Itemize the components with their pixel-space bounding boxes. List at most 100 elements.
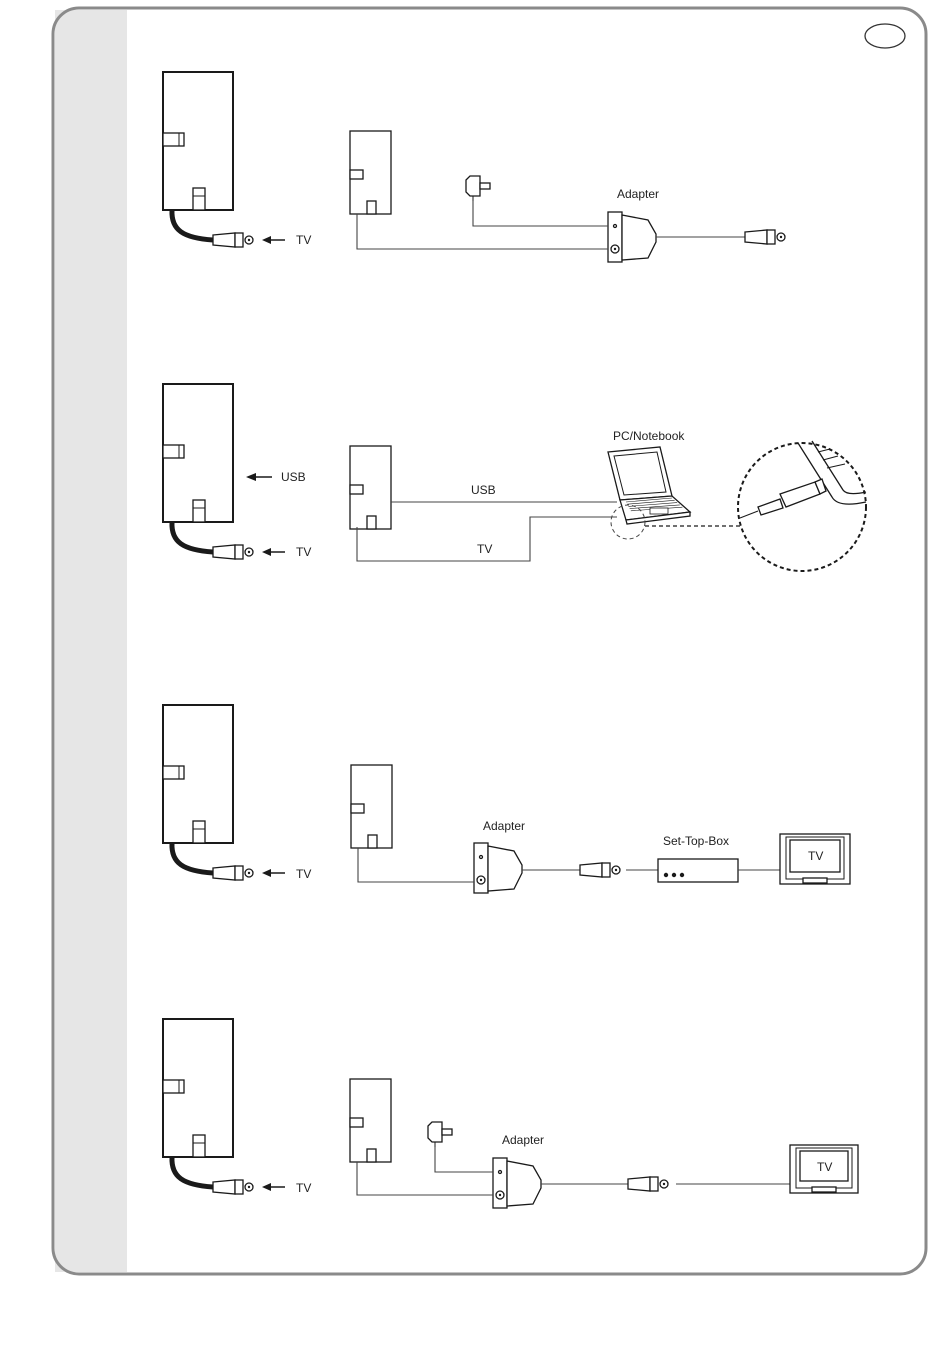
coax-pin bbox=[498, 1193, 502, 1197]
receiver-box-icon bbox=[350, 764, 393, 849]
power-socket bbox=[612, 223, 618, 229]
arrow-left-icon bbox=[262, 869, 285, 877]
plug-pin bbox=[614, 868, 618, 872]
adapter-label: Adapter bbox=[502, 1133, 544, 1147]
plug-pin bbox=[247, 1185, 251, 1189]
plug-body bbox=[212, 865, 236, 881]
cable-plug-icon bbox=[744, 229, 786, 245]
cable-plug-icon bbox=[212, 544, 254, 560]
plug-pin bbox=[779, 235, 783, 239]
adapter-block bbox=[465, 175, 481, 197]
stb-led bbox=[679, 872, 685, 878]
arrow-head bbox=[262, 869, 271, 877]
tv-input-label: TV bbox=[296, 867, 311, 881]
plug-pin bbox=[247, 550, 251, 554]
arrow-head bbox=[262, 1183, 271, 1191]
side-connector bbox=[162, 444, 185, 459]
stb-led bbox=[671, 872, 677, 878]
cable-plug-icon bbox=[212, 1179, 254, 1195]
side-connector bbox=[162, 132, 185, 147]
laptop-edge-detail bbox=[811, 440, 867, 495]
plug-pin bbox=[247, 238, 251, 242]
cable-line bbox=[357, 848, 474, 883]
power-cable-line bbox=[434, 1147, 493, 1173]
tv-stand bbox=[802, 877, 828, 884]
plug-body bbox=[212, 1179, 236, 1195]
tv-screen-label: TV bbox=[808, 849, 823, 863]
cable-line bbox=[356, 1162, 493, 1196]
tv-input-label: TV bbox=[296, 545, 311, 559]
tv-screen bbox=[789, 839, 841, 873]
port-detail bbox=[817, 448, 846, 469]
plug-pin bbox=[247, 871, 251, 875]
bottom-connector bbox=[192, 820, 206, 844]
stb-led bbox=[663, 872, 669, 878]
adapter-label: Adapter bbox=[617, 187, 659, 201]
adapter-body bbox=[621, 214, 657, 261]
laptop-screen bbox=[613, 451, 667, 496]
receiver-box-icon bbox=[162, 704, 285, 881]
plug-ring bbox=[234, 544, 244, 560]
plug-tip-detail bbox=[814, 478, 827, 495]
bottom-connector bbox=[192, 499, 206, 523]
keyboard-row bbox=[629, 504, 680, 509]
adapter-icon bbox=[607, 211, 657, 263]
power-socket bbox=[478, 854, 484, 860]
receiver-box-icon bbox=[162, 383, 285, 560]
plug-ring bbox=[234, 232, 244, 248]
keyboard-row bbox=[625, 497, 673, 503]
plug-pin bbox=[662, 1182, 666, 1186]
side-connector bbox=[349, 484, 364, 495]
bottom-connector bbox=[366, 1148, 377, 1163]
thick-cable bbox=[169, 209, 214, 243]
adapter-label: Adapter bbox=[483, 819, 525, 833]
laptop-edge bbox=[625, 511, 691, 525]
power-adapter-icon bbox=[427, 1121, 453, 1147]
plug-ring bbox=[649, 1176, 659, 1192]
side-connector bbox=[162, 1079, 185, 1094]
touchpad bbox=[649, 507, 669, 515]
adapter-face bbox=[473, 842, 489, 894]
cable-detail bbox=[739, 510, 759, 519]
keyboard-row bbox=[628, 502, 678, 507]
adapter-pin bbox=[479, 182, 491, 190]
cable-line bbox=[356, 214, 608, 250]
set-top-box-label: Set-Top-Box bbox=[663, 834, 729, 848]
keyboard-row bbox=[627, 500, 675, 505]
receiver-box-icon bbox=[349, 1078, 392, 1163]
side-strip bbox=[55, 10, 127, 1272]
adapter-body bbox=[506, 1160, 542, 1207]
cable-plug-icon bbox=[627, 1176, 669, 1192]
side-connector bbox=[349, 169, 364, 180]
tv-cable-label: TV bbox=[477, 542, 492, 556]
language-badge-icon bbox=[864, 23, 906, 49]
zoom-detail-circle bbox=[737, 442, 867, 572]
side-connector bbox=[350, 803, 365, 814]
bottom-connector bbox=[192, 1134, 206, 1158]
adapter-body bbox=[487, 845, 523, 892]
receiver-box-icon bbox=[349, 445, 392, 530]
power-adapter-icon bbox=[465, 175, 491, 201]
pc-notebook-label: PC/Notebook bbox=[613, 429, 685, 443]
power-cable-line bbox=[472, 201, 608, 227]
side-connector bbox=[162, 765, 185, 780]
arrow-left-icon bbox=[262, 236, 285, 244]
plug-body bbox=[744, 229, 768, 245]
arrow-left-icon bbox=[262, 548, 285, 556]
arrow-head bbox=[262, 548, 271, 556]
thick-cable bbox=[169, 521, 214, 555]
thick-cable bbox=[169, 1156, 214, 1190]
bottom-connector bbox=[192, 187, 206, 211]
tv-screen-label: TV bbox=[817, 1160, 832, 1174]
zoom-source-circle bbox=[610, 504, 646, 540]
cable-plug-icon bbox=[579, 862, 621, 878]
plug-body bbox=[212, 232, 236, 248]
page-border bbox=[51, 6, 928, 1276]
cable-plug-icon bbox=[212, 865, 254, 881]
tv-icon bbox=[789, 1144, 859, 1194]
arrow-left-icon bbox=[262, 1183, 285, 1191]
adapter-face bbox=[607, 211, 623, 263]
usb-input-label: USB bbox=[281, 470, 306, 484]
thick-cable bbox=[169, 842, 214, 876]
laptop-edge-detail bbox=[797, 442, 867, 505]
